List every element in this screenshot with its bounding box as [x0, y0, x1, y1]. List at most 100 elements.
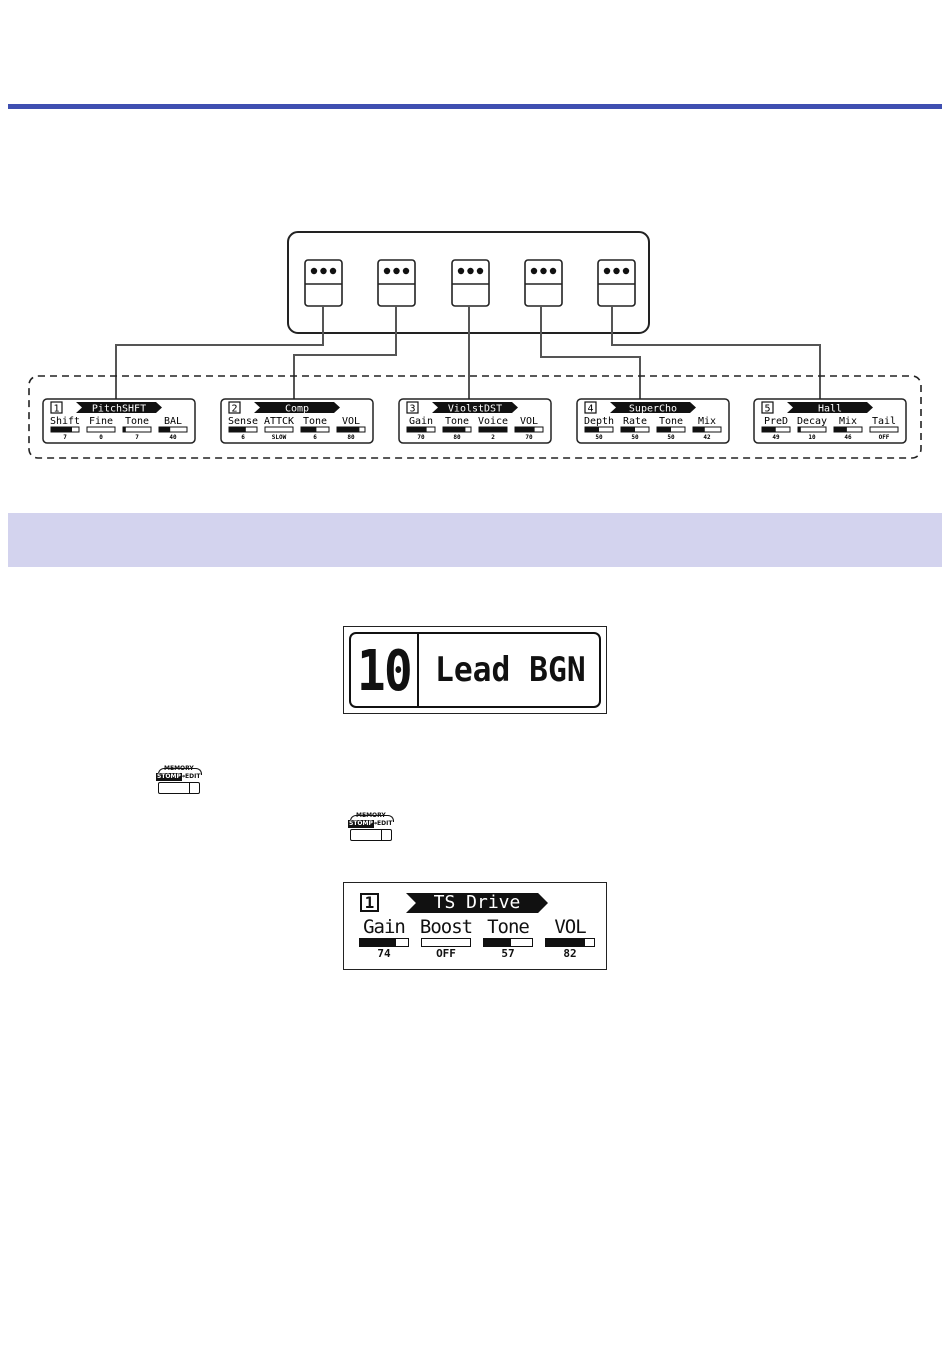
section-heading-band	[8, 513, 942, 567]
edit-param-label: VOL	[554, 916, 586, 938]
switch-body	[350, 829, 392, 841]
edit-param: Tone 57	[478, 916, 538, 961]
knob-icon	[603, 267, 611, 275]
effect-slot-box	[761, 401, 774, 414]
param-bar	[122, 426, 152, 433]
knob-icon	[540, 267, 547, 275]
connector-line	[611, 306, 821, 400]
param-bar-fill	[798, 427, 801, 432]
param-value: 7	[63, 434, 67, 441]
param-label: PreD	[764, 416, 788, 427]
knob-icon	[476, 267, 484, 275]
pedal	[524, 259, 563, 307]
switch-body	[158, 782, 200, 794]
param-label: Sense	[228, 416, 258, 427]
switch-edit-label: →EDIT	[180, 773, 201, 780]
knob-icon	[613, 267, 620, 275]
pedals-group	[304, 259, 636, 307]
connector-lines	[115, 306, 821, 400]
patch-number: 10	[357, 639, 413, 704]
pedal	[597, 259, 636, 307]
knob-icon	[383, 267, 391, 275]
connector-line	[115, 306, 324, 400]
edit-param: Gain 74	[354, 916, 414, 961]
patch-display-frame: 10 Lead BGN	[349, 632, 601, 708]
memory-edit-switch-icon: MEMORY STOMP →EDIT	[348, 812, 394, 844]
param-value: 50	[667, 434, 675, 441]
param-value: 6	[313, 434, 317, 441]
switch-memory-label: MEMORY	[164, 765, 194, 772]
patch-display: 10 Lead BGN	[343, 626, 607, 714]
effect-name: Comp	[285, 404, 309, 415]
param-value: 7	[135, 434, 139, 441]
connector-line	[540, 306, 641, 400]
edit-param-bar	[359, 938, 409, 947]
param-bar-fill	[693, 427, 705, 432]
param-bar-fill	[479, 427, 507, 432]
screens-dashed-frame	[28, 375, 922, 459]
switch-memory-label: MEMORY	[356, 812, 386, 819]
param-value: 50	[631, 434, 639, 441]
switch-knob	[189, 783, 199, 793]
param-label: ATTCK	[264, 416, 294, 427]
param-bar-fill	[123, 427, 126, 432]
effect-slot-box	[50, 401, 63, 414]
param-label: Decay	[797, 416, 827, 427]
patch-divider	[417, 634, 419, 706]
edit-param-label: Tone	[487, 916, 530, 938]
param-label: Mix	[839, 416, 857, 427]
param-bar-fill	[621, 427, 635, 432]
switch-stomp-label: STOMP	[156, 773, 182, 781]
param-label: VOL	[342, 416, 360, 427]
param-value: 80	[453, 434, 461, 441]
param-bar	[264, 426, 294, 433]
param-bar-fill	[762, 427, 776, 432]
effect-slot-number: 1	[53, 404, 59, 415]
edit-param: Boost OFF	[416, 916, 476, 961]
param-value: 46	[844, 434, 852, 441]
param-label: Mix	[698, 416, 716, 427]
param-bar-fill	[51, 427, 72, 432]
param-value: 50	[595, 434, 603, 441]
edit-param-bar	[545, 938, 595, 947]
effect-slot-number: 4	[587, 404, 593, 415]
effect-name: Hall	[818, 404, 842, 415]
param-bar-fill	[443, 427, 466, 432]
param-value: 49	[772, 434, 780, 441]
effect-slot-box	[584, 401, 597, 414]
knob-icon	[457, 267, 465, 275]
param-label: Tone	[303, 416, 327, 427]
edit-param-value: OFF	[436, 947, 456, 960]
param-label: Tail	[872, 416, 896, 427]
effect-edit-display: 1 TS Drive Gain 74 Boost OFF Tone 57 VOL…	[343, 882, 607, 970]
pedal	[377, 259, 416, 307]
effect-name: PitchSHFT	[92, 404, 146, 415]
knob-icon	[467, 267, 474, 275]
header-rule	[8, 104, 942, 109]
switch-edit-label: →EDIT	[372, 820, 393, 827]
param-bar	[797, 426, 827, 433]
param-bar-fill	[337, 427, 360, 432]
knob-icon	[549, 267, 557, 275]
param-value: SLOW	[272, 434, 287, 441]
param-bar-fill	[834, 427, 847, 432]
knob-icon	[402, 267, 410, 275]
param-label: VOL	[520, 416, 538, 427]
param-label: Shift	[50, 416, 80, 427]
param-value: 0	[99, 434, 103, 441]
param-value: 10	[808, 434, 816, 441]
param-bar-fill	[657, 427, 671, 432]
param-bar-fill	[515, 427, 535, 432]
param-value: 70	[525, 434, 533, 441]
param-bar-fill	[407, 427, 427, 432]
param-label: BAL	[164, 416, 182, 427]
knob-icon	[530, 267, 538, 275]
param-value: 42	[703, 434, 711, 441]
